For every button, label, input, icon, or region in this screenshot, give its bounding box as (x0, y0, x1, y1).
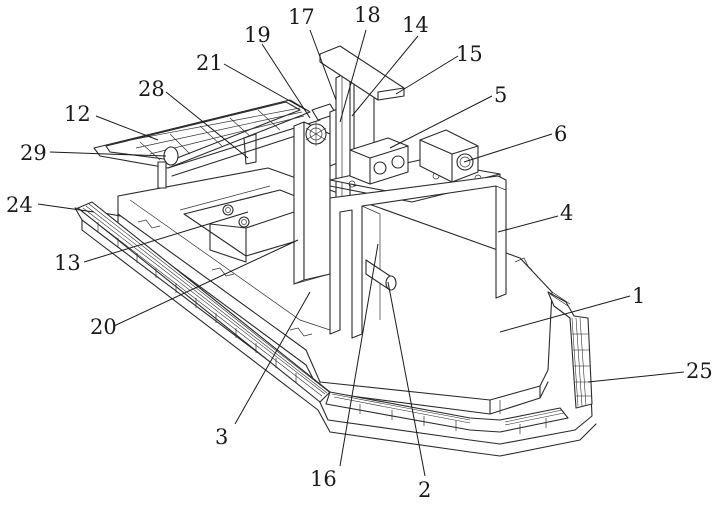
callout-21: 21 (196, 51, 223, 75)
callout-20: 20 (90, 315, 117, 339)
callout-19: 19 (244, 23, 271, 47)
callout-13: 13 (54, 251, 81, 275)
callout-18: 18 (354, 3, 381, 27)
callout-25: 25 (686, 359, 713, 383)
callout-2: 2 (418, 478, 431, 502)
callout-16: 16 (310, 467, 337, 491)
callout-1: 1 (632, 284, 645, 308)
callout-24: 24 (6, 193, 33, 217)
callout-17: 17 (288, 5, 315, 29)
callout-6: 6 (554, 122, 567, 146)
callout-4: 4 (560, 201, 573, 225)
leader-25 (588, 372, 684, 382)
callout-14: 14 (402, 13, 429, 37)
callout-15: 15 (456, 42, 483, 66)
callout-3: 3 (215, 425, 228, 449)
callout-12: 12 (64, 102, 91, 126)
leader-15 (396, 56, 458, 94)
callout-5: 5 (494, 83, 507, 107)
leader-12 (96, 116, 158, 140)
leader-21 (224, 64, 306, 110)
leader-4 (498, 216, 558, 232)
callout-29: 29 (20, 141, 47, 165)
callout-28: 28 (138, 77, 165, 101)
